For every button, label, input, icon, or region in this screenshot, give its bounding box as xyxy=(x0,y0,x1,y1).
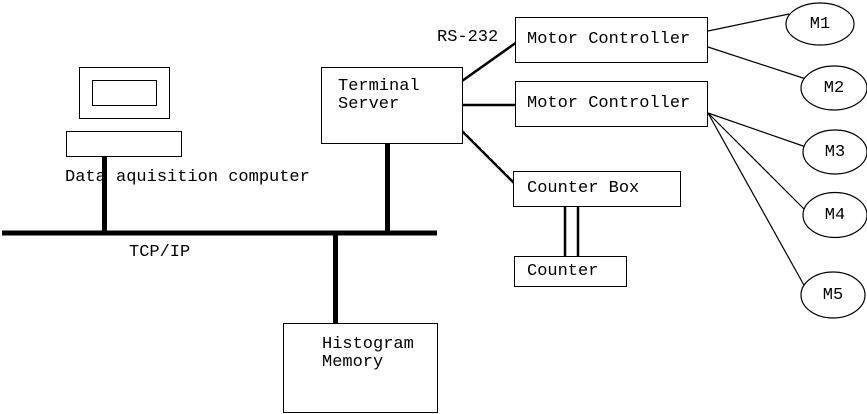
motor-m5-label: M5 xyxy=(822,285,844,305)
motor-m1-ellipse xyxy=(785,2,855,46)
counter-box: Counter xyxy=(514,256,627,287)
rs232-label: RS-232 xyxy=(437,28,499,47)
monitor-icon xyxy=(79,67,170,119)
motor-controller-1-box: Motor Controller xyxy=(515,17,708,63)
motor-m2-label: M2 xyxy=(823,78,845,98)
motor-controller-2-box: Motor Controller xyxy=(515,81,708,127)
motor-m3-label: M3 xyxy=(824,142,846,162)
mc2-to-m3-line xyxy=(707,112,807,148)
motor-m2-ellipse xyxy=(800,65,867,111)
mc2-to-m4-line xyxy=(707,112,807,212)
motor-controller-2-label: Motor Controller xyxy=(527,94,691,113)
motor-m4-ellipse xyxy=(802,191,867,239)
rs232-link-to-motor-controller-1 xyxy=(461,40,518,83)
terminal-server-box: Terminal Server xyxy=(321,67,463,144)
counter-box-label: Counter Box xyxy=(527,179,640,198)
motor-controller-1-label: Motor Controller xyxy=(527,30,691,49)
motor-m3-ellipse xyxy=(802,129,867,175)
motor-m4-label: M4 xyxy=(824,205,846,225)
mc2-to-m5-line xyxy=(707,112,806,288)
link-to-counter-box xyxy=(461,130,515,184)
motor-m1-label: M1 xyxy=(809,14,831,34)
mc1-to-m1-line xyxy=(707,13,790,32)
histogram-memory-label: Histogram Memory xyxy=(322,335,414,372)
terminal-server-label: Terminal Server xyxy=(338,77,420,114)
tcpip-label: TCP/IP xyxy=(129,243,191,262)
monitor-screen-icon xyxy=(92,80,157,106)
motor-m5-ellipse xyxy=(800,271,866,319)
counter-label: Counter xyxy=(527,261,599,281)
histogram-memory-box: Histogram Memory xyxy=(283,323,438,413)
counter-box-box: Counter Box xyxy=(513,171,681,207)
keyboard-icon xyxy=(66,131,182,157)
mc1-to-m2-line xyxy=(707,46,807,80)
computer-caption: Data aquisition computer xyxy=(65,168,310,187)
